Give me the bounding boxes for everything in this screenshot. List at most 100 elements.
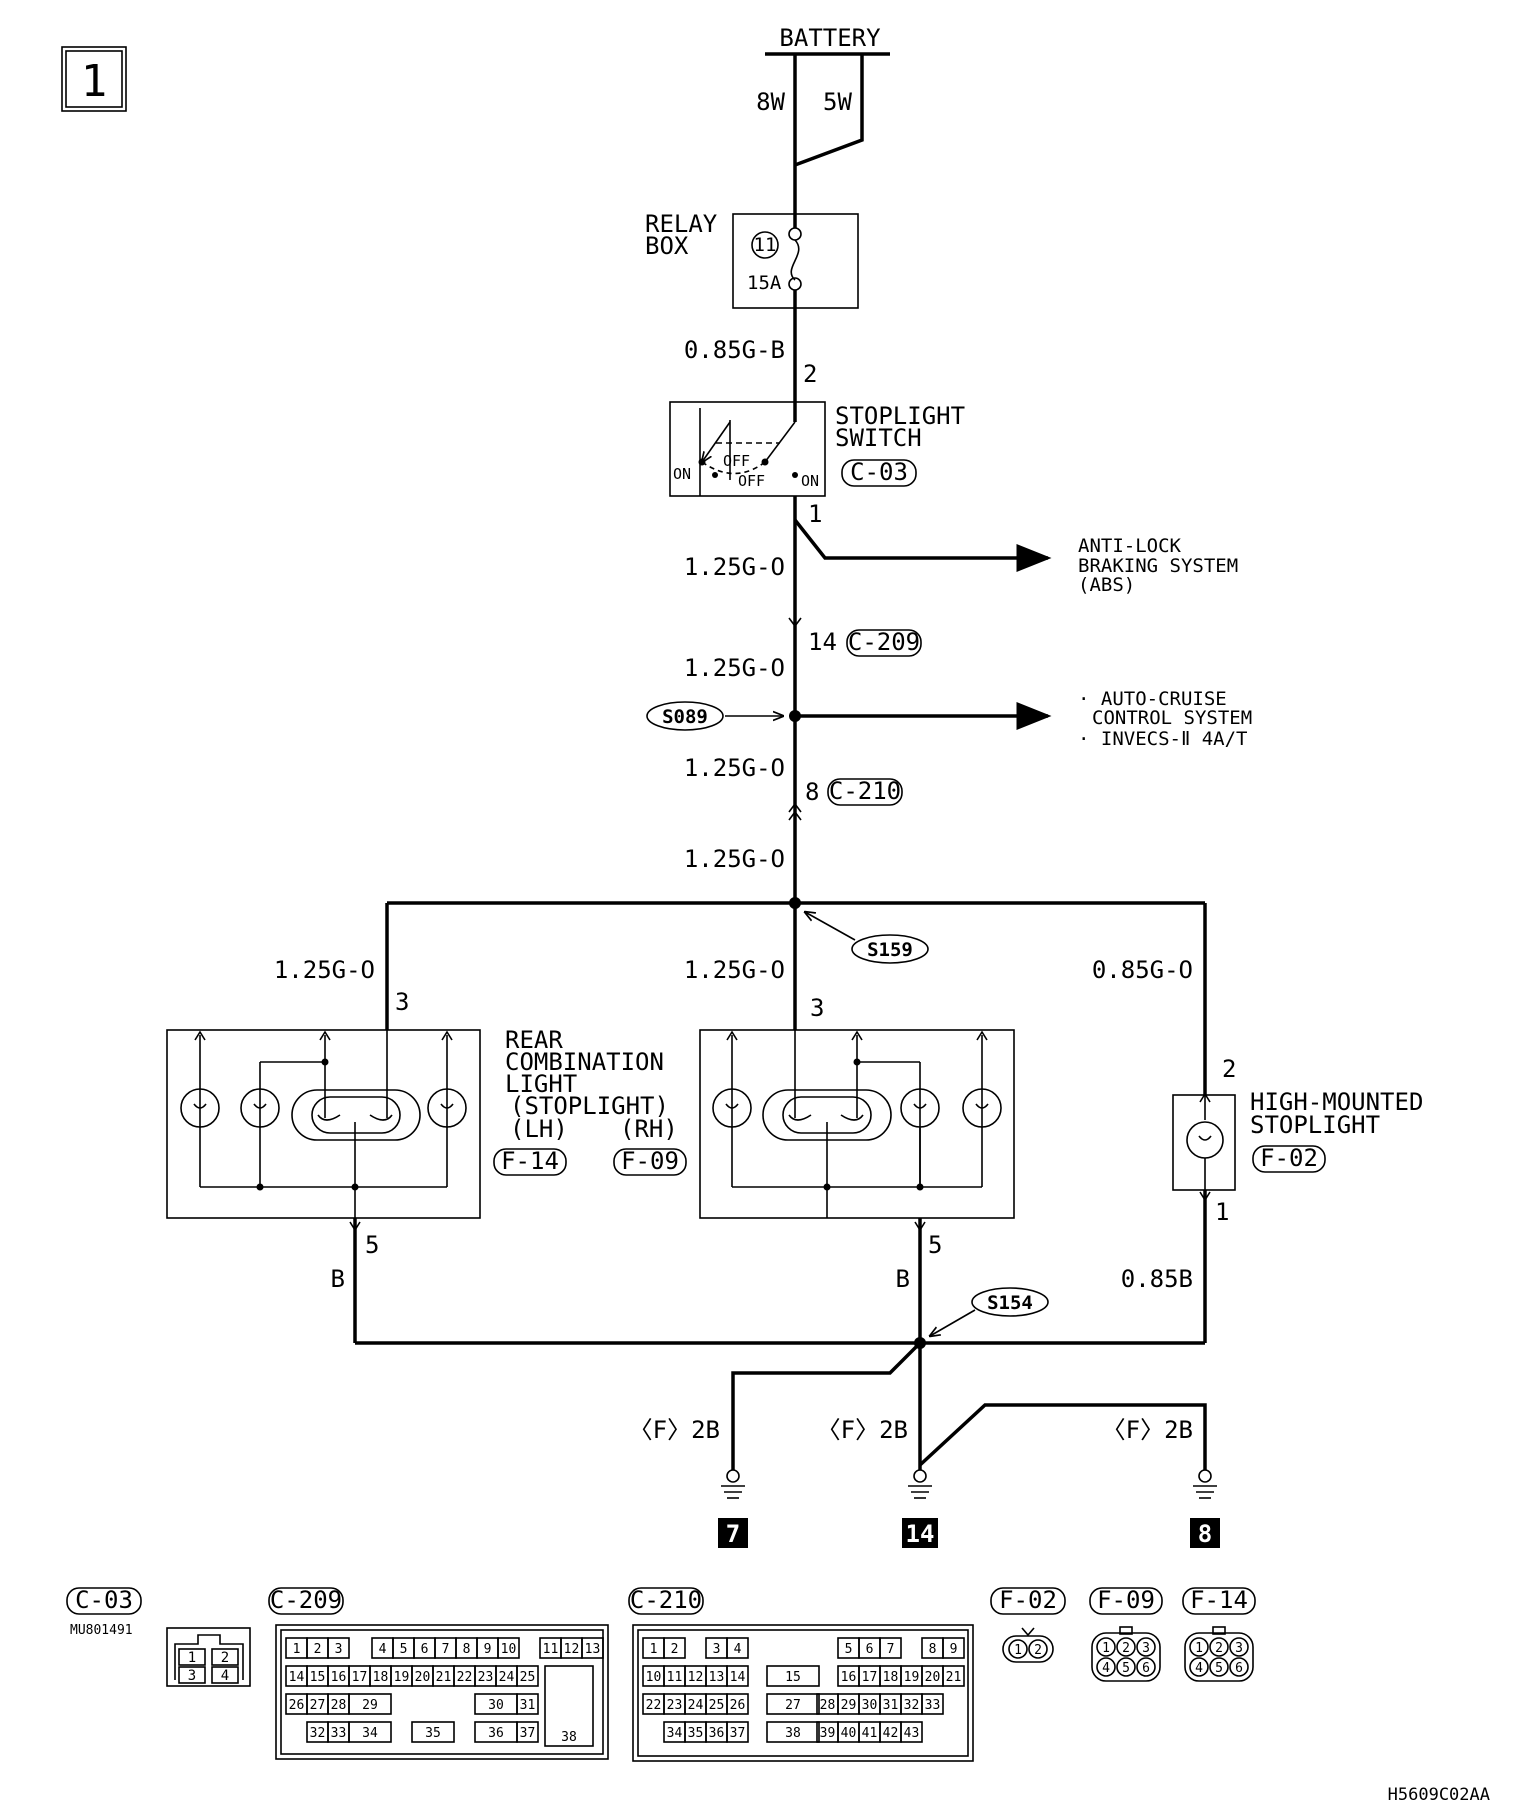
switch-on-left: ON <box>673 465 691 483</box>
svg-text:3: 3 <box>188 1668 196 1684</box>
connector-pin-number: 7 <box>887 1642 895 1657</box>
connector-pin-number: 24 <box>688 1698 704 1713</box>
switch-connector-badge <box>841 459 917 487</box>
switch-name-2: SWITCH <box>835 424 922 452</box>
connector-pin-number: 11 <box>667 1670 683 1685</box>
ground-7-badge <box>718 1518 748 1548</box>
connector-pin-number: 21 <box>436 1670 452 1685</box>
switch-connector: C-03 <box>850 458 908 486</box>
c03-view-label: C-03 <box>75 1586 133 1614</box>
connector-pin <box>726 1665 749 1687</box>
svg-text:2: 2 <box>221 1650 229 1666</box>
lh-pin-out: 5 <box>365 1231 379 1259</box>
rear-combo-lh: (LH) <box>510 1115 568 1143</box>
connector-pin <box>516 1693 539 1715</box>
connector-pin <box>1209 1657 1229 1677</box>
page-number: 1 <box>81 56 108 107</box>
rear-combo-label-4: (STOPLIGHT) <box>510 1092 669 1120</box>
rear-combo-label-3: LIGHT <box>505 1070 577 1098</box>
connector-pin-number: 12 <box>564 1642 580 1657</box>
hm-label-1: HIGH-MOUNTED <box>1250 1088 1423 1116</box>
connector-pin-number: 23 <box>667 1698 683 1713</box>
bulb-icon <box>900 1088 940 1128</box>
connector-pin-number: 10 <box>501 1642 517 1657</box>
connector-pin-number: 34 <box>362 1726 378 1741</box>
connector-pin-number: 36 <box>488 1726 504 1741</box>
splice-s154-label: S154 <box>987 1292 1033 1314</box>
switch-pin-out: 1 <box>808 500 822 528</box>
connector-pin <box>1209 1637 1229 1657</box>
c03-part-number: MU801491 <box>70 1623 133 1638</box>
wire-5w-label: 5W <box>823 88 852 116</box>
ground-8-wire-label: 〈F〉2B <box>1102 1416 1193 1444</box>
connector-pin-number: 11 <box>543 1642 559 1657</box>
connector-pin-number: 2 <box>314 1642 322 1657</box>
connector-pin-number: 23 <box>478 1670 494 1685</box>
c209-view-label: C-209 <box>270 1586 342 1614</box>
connector-pin <box>516 1721 539 1743</box>
wire-s089-out-label: 1.25G-O <box>684 754 785 782</box>
connector-pin-number: 12 <box>688 1670 704 1685</box>
switch-name-1: STOPLIGHT <box>835 402 965 430</box>
connector-pin-number: 15 <box>785 1670 801 1685</box>
lh-connector: F-14 <box>501 1147 559 1175</box>
connector-pin <box>327 1637 350 1659</box>
connector-pin-number: 34 <box>667 1726 683 1741</box>
connector-pin-number: 33 <box>331 1726 347 1741</box>
connector-pin-number: 29 <box>841 1698 857 1713</box>
connector-pin-number: 14 <box>289 1670 305 1685</box>
connector-pin-number: 5 <box>400 1642 408 1657</box>
connector-pin <box>1116 1637 1136 1657</box>
connector-pin <box>348 1721 392 1743</box>
connector-pin-number: 32 <box>310 1726 326 1741</box>
bulb-icon <box>180 1088 220 1128</box>
connector-pin <box>1136 1657 1156 1677</box>
rear-combo-rh: (RH) <box>620 1115 678 1143</box>
connector-pin-number: 17 <box>352 1670 368 1685</box>
connector-pin-number: 4 <box>1195 1661 1203 1676</box>
wire-left-branch-label: 1.25G-O <box>274 956 375 984</box>
connector-pin-number: 31 <box>883 1698 899 1713</box>
splice-s159-label: S159 <box>867 939 913 961</box>
connector-pin-number: 16 <box>331 1670 347 1685</box>
connector-pin-number: 39 <box>820 1726 836 1741</box>
connector-view-c03: C-03 MU801491 1 2 3 4 <box>66 1586 251 1687</box>
ground-14-badge <box>902 1518 938 1548</box>
rh-connector-badge <box>613 1148 687 1176</box>
connector-pin-number: 7 <box>442 1642 450 1657</box>
fuse-rating: 15A <box>747 272 782 294</box>
connector-pin <box>497 1637 520 1659</box>
hm-connector-badge <box>1252 1145 1326 1173</box>
battery-label: BATTERY <box>779 24 881 52</box>
connector-pin-number: 3 <box>1235 1641 1243 1656</box>
connector-pin-number: 4 <box>379 1642 387 1657</box>
connector-pin-number: 5 <box>845 1642 853 1657</box>
connector-pin-number: 27 <box>310 1698 326 1713</box>
ground-14-number: 14 <box>906 1520 935 1548</box>
connector-pin <box>1229 1657 1249 1677</box>
rear-combination-light-lh <box>166 1029 481 1219</box>
connector-pin <box>1189 1637 1209 1657</box>
connector-pin-number: 37 <box>520 1726 536 1741</box>
connector-pin-number: 17 <box>862 1670 878 1685</box>
fuse-number-circle <box>751 231 779 259</box>
connector-pin <box>348 1693 392 1715</box>
connector-pin-number: 25 <box>709 1698 725 1713</box>
hm-pin-out: 1 <box>1215 1198 1229 1226</box>
connector-pin-number: 19 <box>394 1670 410 1685</box>
hm-pin-in: 2 <box>1222 1055 1236 1083</box>
wire-5w <box>794 54 864 167</box>
switch-off-upper: OFF <box>723 452 750 470</box>
connector-pin-number: 6 <box>866 1642 874 1657</box>
wire-right-ground-label: 0.85B <box>1121 1265 1193 1293</box>
wire-switch-out-label: 1.25G-O <box>684 553 785 581</box>
connector-pin-number: 22 <box>646 1698 662 1713</box>
connector-pin-number: 1 <box>1102 1641 1110 1656</box>
bulb-icon <box>427 1088 467 1128</box>
connector-pin-number: 19 <box>904 1670 920 1685</box>
c210-joint-pin: 8 <box>805 778 819 806</box>
connector-pin-number: 35 <box>425 1726 441 1741</box>
connector-pin-number: 10 <box>646 1670 662 1685</box>
c210-view-label: C-210 <box>630 1586 702 1614</box>
